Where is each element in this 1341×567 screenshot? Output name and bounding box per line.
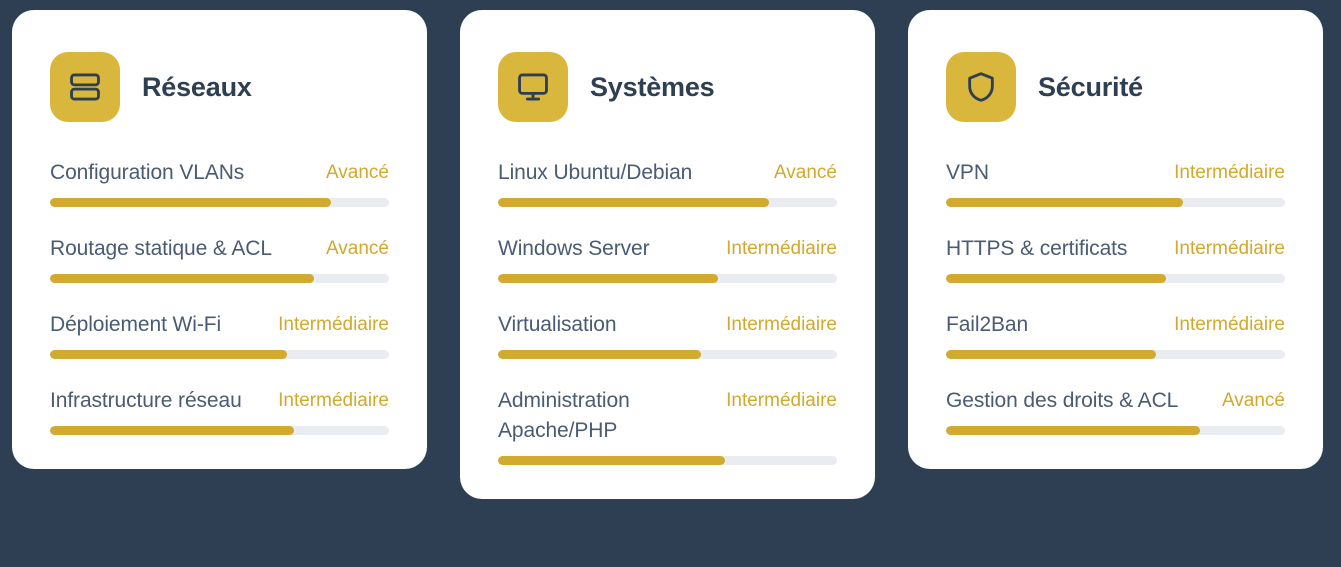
skill-progress-track xyxy=(946,350,1285,360)
skill-progress-track xyxy=(946,426,1285,436)
skill-level: Avancé xyxy=(325,238,389,260)
skill-item: Linux Ubuntu/Debian Avancé xyxy=(498,158,837,208)
skill-item: HTTPS & certificats Intermédiaire xyxy=(946,234,1285,284)
skill-level: Intermédiaire xyxy=(1174,238,1285,260)
skill-name: Gestion des droits & ACL xyxy=(946,389,1179,413)
card-header: Sécurité xyxy=(946,52,1285,122)
card-header: Systèmes xyxy=(498,52,837,122)
skill-progress-track xyxy=(50,426,389,436)
skill-level: Avancé xyxy=(773,162,837,183)
skill-item: Infrastructure réseau Intermédiaire xyxy=(50,386,389,436)
skill-progress-fill xyxy=(946,198,1184,208)
skill-level: Intermédiaire xyxy=(726,390,837,412)
skill-name: Déploiement Wi-Fi xyxy=(50,313,222,337)
skill-list: Configuration VLANs Avancé Routage stati… xyxy=(50,158,389,436)
skill-name: Linux Ubuntu/Debian xyxy=(498,161,693,184)
skill-progress-fill xyxy=(498,350,702,360)
skill-progress-fill xyxy=(50,350,288,360)
skill-progress-fill xyxy=(946,274,1167,284)
skill-name: VPN xyxy=(946,161,989,184)
skill-level: Intermédiaire xyxy=(1174,162,1285,183)
card-header: Réseaux xyxy=(50,52,389,122)
skill-card-reseaux: Réseaux Configuration VLANs Avancé Routa… xyxy=(12,10,427,470)
server-icon xyxy=(50,52,120,122)
card-title: Systèmes xyxy=(590,71,715,102)
skill-progress-fill xyxy=(498,274,719,284)
skill-item: Windows Server Intermédiaire xyxy=(498,234,837,284)
skill-name: Fail2Ban xyxy=(946,313,1029,337)
skill-progress-fill xyxy=(498,456,726,466)
skill-name: Configuration VLANs xyxy=(50,161,245,184)
skill-item: Configuration VLANs Avancé xyxy=(50,158,389,208)
skill-progress-track xyxy=(50,350,389,360)
skill-progress-track xyxy=(946,274,1285,284)
monitor-icon xyxy=(498,52,568,122)
skill-name: Routage statique & ACL xyxy=(50,237,272,261)
skill-name: Administration Apache/PHP xyxy=(498,389,630,443)
skill-progress-track xyxy=(946,198,1285,208)
skill-name: Virtualisation xyxy=(498,313,617,337)
skill-card-securite: Sécurité VPN Intermédiaire HTTPS & certi… xyxy=(908,10,1323,470)
skill-item: Virtualisation Intermédiaire xyxy=(498,310,837,360)
skill-item: Administration Apache/PHP Intermédiaire xyxy=(498,386,837,466)
skill-progress-fill xyxy=(498,198,770,208)
skill-name: Windows Server xyxy=(498,237,650,261)
skill-progress-fill xyxy=(946,350,1157,360)
skill-name: Infrastructure réseau xyxy=(50,389,242,413)
skill-item: VPN Intermédiaire xyxy=(946,158,1285,208)
shield-icon xyxy=(946,52,1016,122)
skill-list: VPN Intermédiaire HTTPS & certificats In… xyxy=(946,158,1285,436)
skill-progress-track xyxy=(50,198,389,208)
skill-progress-fill xyxy=(50,426,295,436)
skill-item: Déploiement Wi-Fi Intermédiaire xyxy=(50,310,389,360)
skill-level: Avancé xyxy=(325,162,389,183)
skill-item: Gestion des droits & ACL Avancé xyxy=(946,386,1285,436)
skill-progress-track xyxy=(498,350,837,360)
skill-progress-track xyxy=(498,456,837,466)
skill-level: Intermédiaire xyxy=(278,314,389,336)
skill-progress-track xyxy=(50,274,389,284)
card-title: Sécurité xyxy=(1038,71,1143,102)
skill-level: Intermédiaire xyxy=(278,390,389,412)
skill-level: Intermédiaire xyxy=(1174,314,1285,336)
skill-level: Intermédiaire xyxy=(726,238,837,260)
skill-progress-track xyxy=(498,274,837,284)
skill-item: Fail2Ban Intermédiaire xyxy=(946,310,1285,360)
skill-level: Intermédiaire xyxy=(726,314,837,336)
card-title: Réseaux xyxy=(142,71,252,102)
skill-name: HTTPS & certificats xyxy=(946,237,1128,261)
skill-card-systemes: Systèmes Linux Ubuntu/Debian Avancé Wind… xyxy=(460,10,875,500)
skill-level: Avancé xyxy=(1221,390,1285,412)
skill-progress-track xyxy=(498,198,837,208)
skill-list: Linux Ubuntu/Debian Avancé Windows Serve… xyxy=(498,158,837,466)
skill-item: Routage statique & ACL Avancé xyxy=(50,234,389,284)
skill-progress-fill xyxy=(946,426,1201,436)
skill-progress-fill xyxy=(50,274,315,284)
skill-progress-fill xyxy=(50,198,332,208)
